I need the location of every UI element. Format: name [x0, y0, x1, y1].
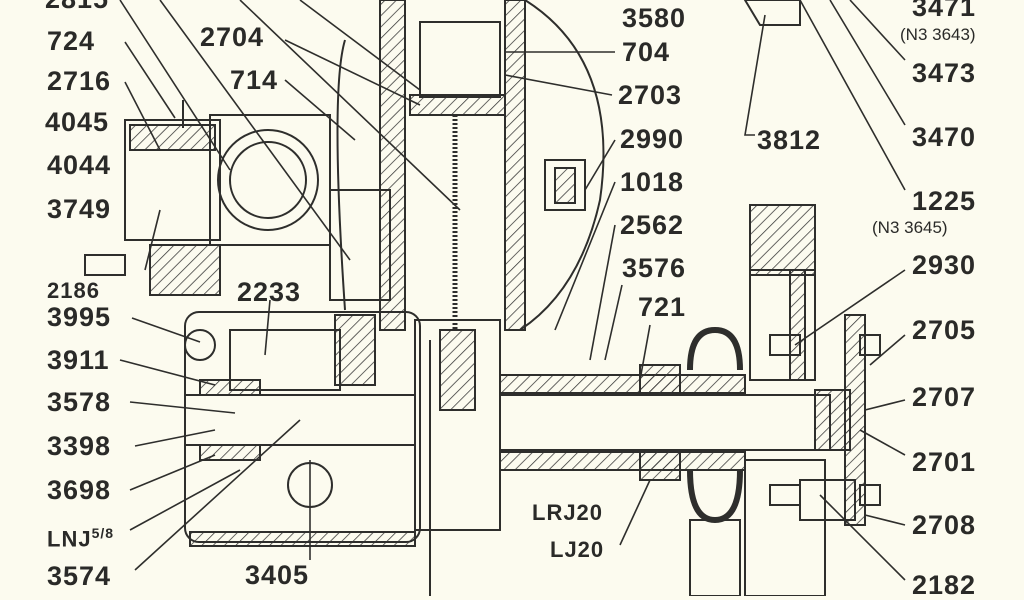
part-label: 3580	[622, 3, 687, 33]
u-tube	[687, 326, 743, 524]
part-label: 3698	[47, 475, 112, 505]
part-label: 721	[638, 292, 687, 322]
part-label: 3749	[47, 194, 112, 224]
part-label: 2701	[912, 447, 977, 477]
part-label: 3398	[47, 431, 112, 461]
part-label: 724	[47, 26, 96, 56]
part-label-fraction: 5/8	[91, 525, 115, 541]
part-label: 3578	[47, 387, 112, 417]
part-label: 2233	[237, 277, 302, 307]
part-label-note: (N3 3645)	[872, 218, 948, 237]
right-flange	[689, 204, 881, 596]
part-label: 2716	[47, 66, 112, 96]
part-label: 2703	[618, 80, 683, 110]
cylinder-assembly	[336, 0, 605, 331]
part-label: 2990	[620, 124, 685, 154]
part-label: 3995	[47, 302, 112, 332]
part-label: 2815	[45, 0, 109, 14]
part-label: 2708	[912, 510, 977, 540]
part-label: 3473	[912, 58, 977, 88]
part-label: 3812	[757, 125, 822, 155]
part-label: 3405	[245, 560, 310, 590]
part-label-note: (N3 3643)	[900, 25, 976, 44]
part-label: 2704	[200, 22, 265, 52]
carburettor-assembly	[84, 100, 391, 301]
part-label: 1225	[912, 186, 977, 216]
part-label: 704	[622, 37, 671, 67]
leader-lines	[119, 0, 906, 581]
part-label: 714	[230, 65, 279, 95]
part-label: 2562	[620, 210, 685, 240]
crank-disc	[414, 319, 501, 596]
part-label: 2705	[912, 315, 977, 345]
part-label: 2186	[47, 278, 100, 303]
part-label: 3574	[47, 561, 112, 591]
part-label: 2182	[912, 570, 977, 600]
part-label: 2707	[912, 382, 977, 412]
part-label-text: LNJ	[47, 526, 92, 552]
top-fitting	[743, 0, 801, 26]
part-label: 3471	[912, 0, 977, 22]
part-label: 3576	[622, 253, 687, 283]
part-label: LNJ5/8	[47, 518, 114, 554]
main-shaft	[184, 364, 831, 481]
part-label: 2930	[912, 250, 977, 280]
part-label: 3470	[912, 122, 977, 152]
part-label: LJ20	[550, 537, 605, 562]
part-label: 4044	[47, 150, 112, 180]
part-label: LRJ20	[532, 500, 604, 525]
part-label: 1018	[620, 167, 685, 197]
part-label: 4045	[45, 107, 110, 137]
part-label: 3911	[47, 345, 110, 375]
left-housing	[184, 311, 421, 547]
